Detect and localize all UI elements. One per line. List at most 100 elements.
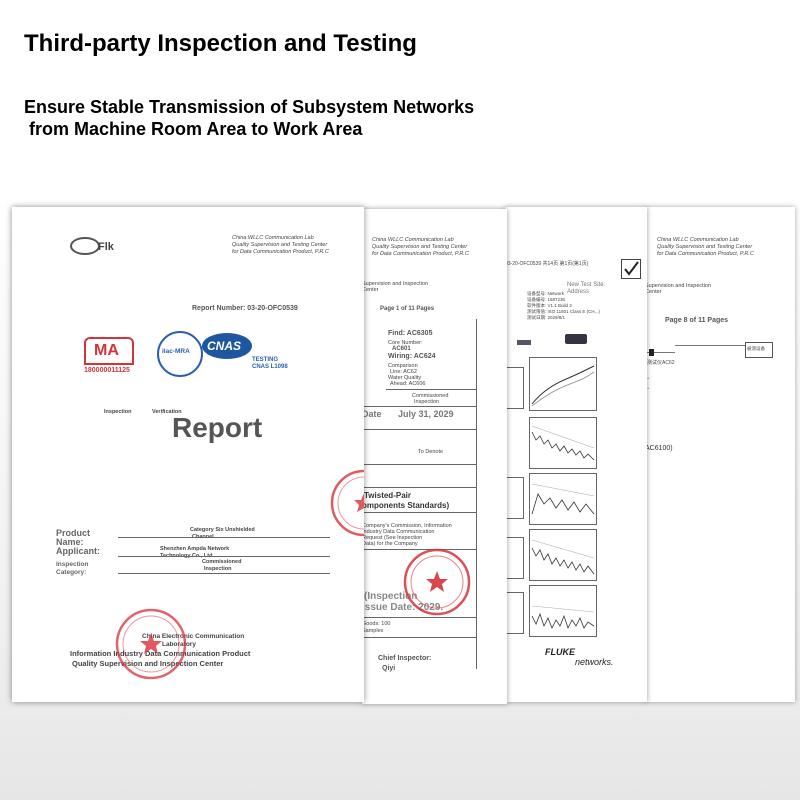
sheet3-top-line: 03-20-OFC0539 共14页 第1页(第1页) [505,261,589,267]
twisted-pair-label: Twisted-Pair [364,491,411,500]
connector-icon [649,349,654,356]
company-line-1: Company's Commission, Information [362,523,452,529]
category-value-1: Commissioned [202,559,242,565]
table-rule [362,406,476,407]
core-number-label: Core Number: [388,340,423,346]
lab-name-line-3: for Data Communication Product, P.R.C [372,251,469,257]
partial-chart-2 [505,477,524,519]
lab-name-line-2: Quality Supervision and Testing Center [372,244,468,250]
device-b-label: 被测设备 [747,346,765,351]
side-mark: → [645,375,651,381]
ahead-label: Ahead: AC606 [390,381,426,387]
cnas-sub-2: CNAS L1098 [252,364,288,370]
applicant-value-1: Shenzhen Ampda Network [160,546,230,552]
side-label-1: Supervision and Inspection [645,283,712,289]
verification-label: Verification [152,409,182,415]
lab-name-line-3: for Data Communication Product, P.R.C [657,251,754,257]
partial-chart-3 [505,537,524,579]
red-seal-stamp [403,548,471,616]
category-rule [118,573,330,574]
lab-name-line-3: for Data Communication Product, P.R.C [232,249,329,255]
partial-chart-1 [505,367,524,409]
lab-name-line-1: China WLLC Communication Lab [232,235,314,241]
side-mark-2: → [645,385,651,391]
center-name-line-1: Information Industry Data Communication … [70,649,251,658]
table-rule [362,464,476,465]
page-info: Page 8 of 11 Pages [665,317,729,324]
side-label-1: Supervision and Inspection [362,281,429,287]
red-seal-stamp-edge [330,469,364,537]
inspection-paren-label: (Inspection [364,591,418,602]
cable-line [675,345,745,346]
meta-line-4: 测试日期: 2029/8/1 [527,315,566,320]
tester-device-icon [565,334,587,344]
table-rule [362,487,476,488]
to-denote-label: To Denote [418,449,444,455]
inspection-category-label: Inspection Category: [56,561,89,576]
report-page-2: China WLLC Communication Lab Quality Sup… [362,209,507,704]
commissioned-label: Commissioned [412,393,449,399]
inspection-label: Inspection [414,399,440,405]
wiring-label: Wiring: AC624 [388,353,436,360]
device-model-label: AC6100) [645,445,673,452]
device-box: 被测设备 [745,342,773,358]
networks-brand: networks. [575,657,614,667]
product-name-rule [118,537,330,538]
cma-number: 180000011125 [84,367,130,374]
product-name-value-1: Category Six Unshielded [190,527,255,533]
test-chart-3 [529,473,597,525]
table-rule [362,637,476,638]
meta-line-1: 设备编号: 1687236 [527,297,566,302]
applicant-rule [118,556,330,557]
chief-inspector-label: Chief Inspector: [378,655,432,662]
lab-logo-icon [70,237,100,255]
address-label: Address [567,289,590,295]
lab-name-line-2: Quality Supervision and Testing Center [232,242,328,248]
report-page-3: 03-20-OFC0539 共14页 第1页(第1页) New Test Sit… [505,207,647,702]
new-test-site: New Test Site: [567,282,606,288]
core-number-value: AC601 [392,346,411,352]
product-name-label: Product Name: [56,528,91,547]
water-quality-label: Water Quality [388,375,422,381]
device-a-label: 测试仪AC62 [647,360,675,366]
applicant-label: Applicant: [56,546,100,556]
comparison-label: Comparison [388,363,418,369]
samples-label: Samples [362,628,384,634]
connector-line [645,352,675,353]
company-line-3: Request (See Inspection [362,535,423,541]
page-title: Third-party Inspection and Testing [24,30,417,57]
test-chart-5 [529,585,597,637]
ilac-logo-icon: ilac-MRA [157,331,203,377]
lab-logo-text: Flk [98,241,114,253]
date-label: Date [362,409,382,419]
plug-icon [517,340,531,345]
date-value: July 31, 2029 [398,409,454,419]
bottom-line-1: China Electronic Communication [142,633,245,640]
side-label-2: Center [645,289,662,295]
page-info: Page 1 of 11 Pages [380,306,435,312]
test-chart-2 [529,417,597,469]
side-label-2: Center [362,287,379,293]
page-subtitle: Ensure Stable Transmission of Subsystem … [24,97,475,139]
issue-date-label: Issue Date: 2029. [362,602,444,613]
test-chart-1 [529,357,597,411]
find-label: Find: AC6305 [388,330,433,337]
red-seal-stamp [115,608,187,680]
report-number: Report Number: 03-20-OFC0539 [192,305,298,312]
cma-logo-text: MA [94,342,119,359]
meta-line-2: 软件版本: V1.1 Build 3 [527,303,572,308]
report-cover-page: Flk China WLLC Communication Lab Quality… [12,207,364,702]
company-line-4: Data) for the Company [362,541,418,547]
lab-name-line-1: China WLLC Communication Lab [372,237,454,243]
meta-line-0: 设备型号: Network [527,291,565,296]
fluke-brand: FLUKE [545,647,575,657]
lab-name-line-2: Quality Supervision and Testing Center [657,244,753,250]
report-page-4: China WLLC Communication Lab Quality Sup… [645,207,795,702]
goods-label: Goods: 100 [362,621,391,627]
cnas-logo-icon: CNAS [202,333,252,359]
lab-name-line-1: China WLLC Communication Lab [657,237,739,243]
center-name-line-2: Quality Supervision and Inspection Cente… [72,659,224,668]
table-rule [362,549,476,550]
table-rule [362,512,476,513]
table-rule [386,389,476,390]
